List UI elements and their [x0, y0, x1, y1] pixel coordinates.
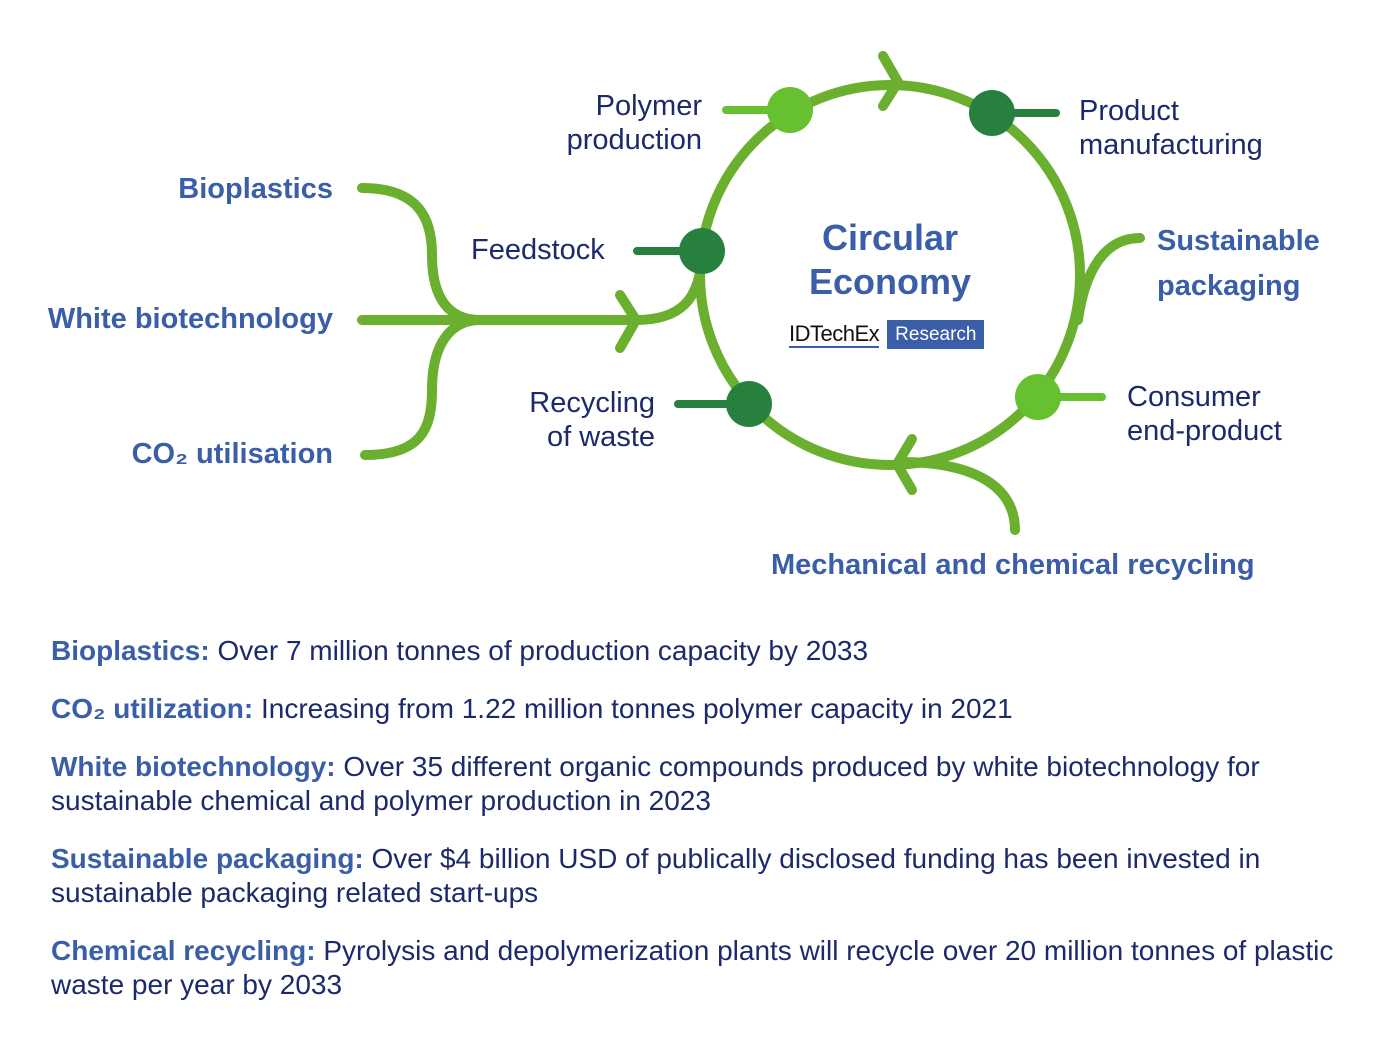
label-feedstock: Feedstock — [471, 234, 605, 266]
input-bioplastics: Bioplastics — [178, 173, 333, 205]
idtechex-logo: IDTechEx Research — [789, 320, 985, 349]
fact-packaging: Sustainable packaging: Over $4 billion U… — [51, 843, 1261, 908]
node-consumer — [1015, 374, 1061, 420]
fact-white-biotech: White biotechnology: Over 35 different o… — [51, 751, 1260, 816]
center-title-line2: Economy — [808, 261, 972, 302]
facts-list: Bioplastics: Over 7 million tonnes of pr… — [51, 634, 1351, 1026]
logo-name: IDTechEx — [789, 320, 880, 348]
input-bioplastics-line — [357, 183, 485, 325]
arrow-top — [878, 51, 904, 111]
output-mechanical-chemical-recycling: Mechanical and chemical recycling — [771, 549, 1255, 581]
node-feedstock — [679, 228, 725, 274]
input-white-biotechnology: White biotechnology — [47, 303, 333, 335]
fact-chemical-recycling: Chemical recycling: Pyrolysis and depoly… — [51, 935, 1334, 1000]
node-product — [969, 90, 1015, 136]
output-recycling-line — [895, 457, 1020, 535]
logo-badge: Research — [887, 320, 985, 349]
center-title-line1: Circular — [821, 217, 959, 258]
fact-bioplastics: Bioplastics: Over 7 million tonnes of pr… — [51, 635, 869, 666]
input-co2-utilisation: CO₂ utilisation — [131, 438, 333, 470]
fact-co2: CO₂ utilization: Increasing from 1.22 mi… — [51, 693, 1013, 724]
node-polymer — [767, 87, 813, 133]
input-co2-line — [360, 315, 485, 460]
arrow-feed — [615, 290, 642, 353]
output-packaging-line — [1073, 233, 1145, 325]
node-recycling — [726, 381, 772, 427]
